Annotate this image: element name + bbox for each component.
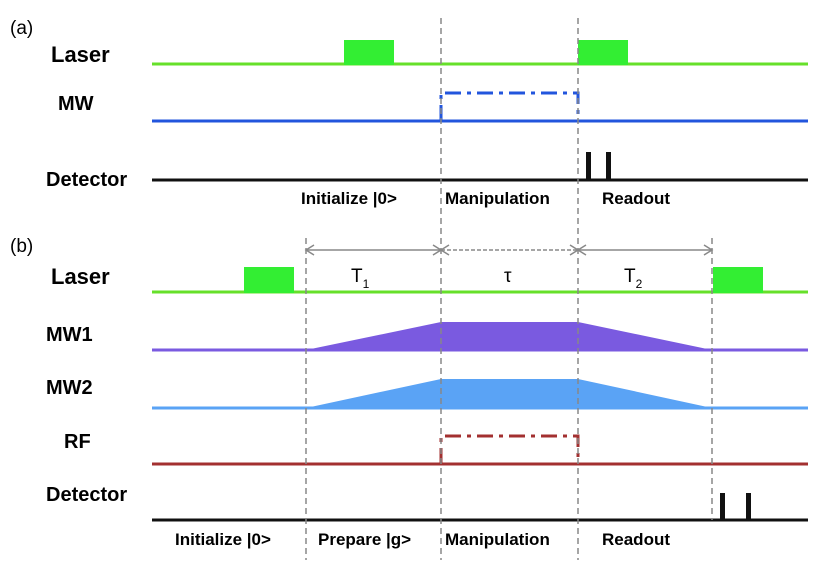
panel-b-detector-gate-2 (746, 493, 751, 520)
panel-b-interval-arrows (304, 244, 714, 256)
panel-a-phase-initialize: Initialize |0> (301, 189, 397, 208)
panel-a-detector-gate-2 (606, 152, 611, 180)
panel-b-tag: (b) (10, 236, 33, 257)
panel-a-phase-manipulation: Manipulation (445, 189, 550, 208)
panel-b-detector-label: Detector (46, 484, 127, 506)
panel-b-phase-readout: Readout (602, 530, 670, 549)
panel-b-rf-label: RF (64, 431, 91, 453)
interval-tau-label: τ (504, 266, 512, 287)
panel-a-tag: (a) (10, 18, 33, 39)
panel-a-phase-readout: Readout (602, 189, 670, 208)
panel-b-mw2-pulse (306, 379, 712, 408)
panel-b-mw2-label: MW2 (46, 377, 93, 399)
panel-b-phase-initialize: Initialize |0> (175, 530, 271, 549)
panel-b-rf-pulse (439, 434, 580, 464)
panel-a-laser-pulse-init (344, 40, 394, 65)
panel-b-laser-label: Laser (51, 264, 110, 289)
panel-b-phase-manipulation: Manipulation (445, 530, 550, 549)
panel-a-mw-label: MW (58, 93, 94, 115)
panel-a-laser-label: Laser (51, 42, 110, 67)
panel-b-laser-pulse-readout (713, 267, 763, 293)
panel-b-detector-gate-1 (720, 493, 725, 520)
interval-t1-label: T1 (351, 266, 370, 291)
panel-a-laser-pulse-readout (578, 40, 628, 65)
panel-b-phase-prepare: Prepare |g> (318, 530, 411, 549)
interval-t2-label: T2 (624, 266, 643, 291)
panel-a-mw-pulse (439, 91, 580, 121)
panel-b-mw1-pulse (306, 322, 712, 350)
panel-a-detector-label: Detector (46, 169, 127, 191)
panel-b-mw1-label: MW1 (46, 324, 93, 346)
panel-b-laser-pulse-init (244, 267, 294, 293)
panel-a-detector-gate-1 (586, 152, 591, 180)
